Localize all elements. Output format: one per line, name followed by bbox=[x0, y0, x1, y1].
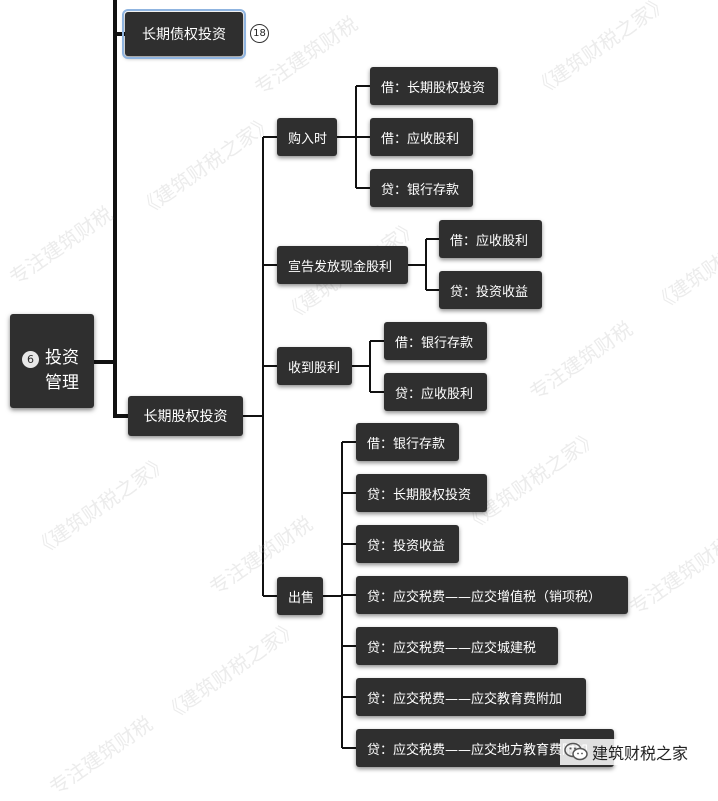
leaf-node[interactable]: 贷：应交税费——应交教育费附加 bbox=[356, 678, 586, 716]
root-title: 投资管理 bbox=[45, 348, 79, 393]
leaf-node[interactable]: 借：长期股权投资 bbox=[370, 67, 498, 105]
leaf-node[interactable]: 贷：应收股利 bbox=[384, 373, 487, 411]
branch-node-equity[interactable]: 长期股权投资 bbox=[128, 396, 243, 436]
leaf-node[interactable]: 借：应收股利 bbox=[370, 118, 473, 156]
brand-watermark: 建筑财税之家 bbox=[560, 739, 693, 765]
sub-node-sell[interactable]: 出售 bbox=[277, 577, 323, 615]
leaf-node[interactable]: 贷：投资收益 bbox=[356, 525, 459, 563]
collapsed-count-badge[interactable]: 18 bbox=[250, 24, 269, 43]
leaf-node[interactable]: 贷：长期股权投资 bbox=[356, 474, 487, 512]
sub-node-purchase[interactable]: 购入时 bbox=[277, 118, 337, 156]
brand-name: 建筑财税之家 bbox=[592, 744, 689, 763]
leaf-node[interactable]: 借：银行存款 bbox=[356, 423, 459, 461]
root-order-badge: 6 bbox=[22, 351, 39, 368]
equity-connector bbox=[113, 360, 130, 418]
leaf-node[interactable]: 贷：应交税费——应交城建税 bbox=[356, 627, 558, 665]
root-node[interactable]: 6 投资管理 bbox=[10, 314, 94, 408]
sub-node-declare[interactable]: 宣告发放现金股利 bbox=[277, 246, 408, 284]
leaf-node[interactable]: 贷：应交税费——应交增值税（销项税） bbox=[356, 576, 628, 614]
root-trunk bbox=[92, 0, 117, 364]
branch-node-bond[interactable]: 长期债权投资 bbox=[122, 9, 246, 59]
leaf-node[interactable]: 贷：投资收益 bbox=[439, 271, 542, 309]
leaf-node[interactable]: 借：应收股利 bbox=[439, 220, 542, 258]
sub-node-receive[interactable]: 收到股利 bbox=[277, 347, 352, 385]
leaf-node[interactable]: 贷：银行存款 bbox=[370, 169, 473, 207]
leaf-node[interactable]: 借：银行存款 bbox=[384, 322, 487, 360]
connector-lines bbox=[92, 0, 439, 749]
wechat-logo-icon bbox=[564, 742, 588, 762]
